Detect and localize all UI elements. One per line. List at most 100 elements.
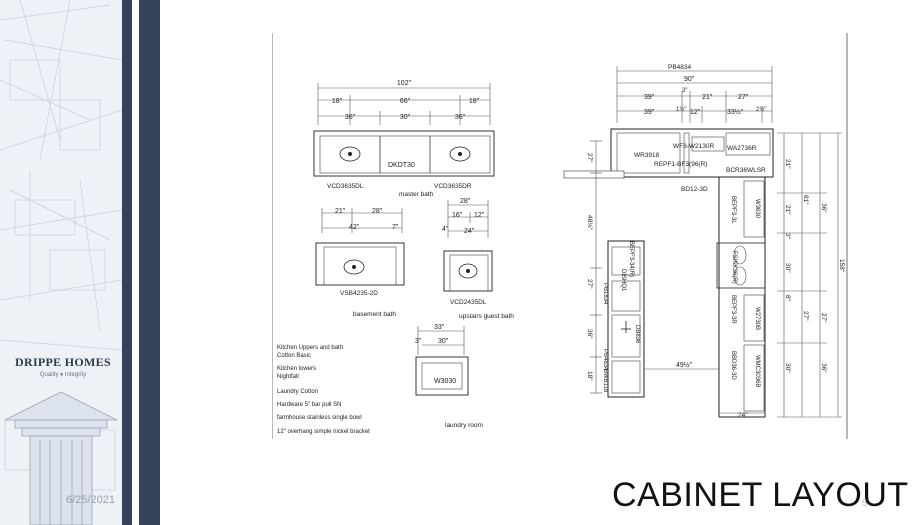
drawing-svg: 102" 18" 66" 18" 36" 30" 36" DKDT30 VCD3… <box>272 33 848 439</box>
note-line-6: Hardware 5" bar pull SN <box>277 402 342 408</box>
guest-a-dim: 28" <box>460 198 471 205</box>
master-left-dim: 18" <box>332 98 343 105</box>
master-a-dim: 36" <box>345 114 356 121</box>
slide-date: 6/25/2021 <box>66 494 115 506</box>
label-w3630: W3630 <box>754 199 760 219</box>
label-dishq1: DISHQ1 <box>620 269 626 292</box>
basement-b-dim: 28" <box>372 208 383 215</box>
kitchen-side-a-dim: 21" <box>784 159 791 169</box>
master-c-dim: 36" <box>455 114 466 121</box>
kitchen-pb-label: PB4834 <box>668 64 692 71</box>
basement-d-dim: 7" <box>392 224 399 231</box>
note-line-7: farmhouse stainless single bowl <box>277 415 362 421</box>
master-room-label: master bath <box>399 191 434 198</box>
label-wmc3036b: WMC3036B <box>754 355 760 387</box>
kitchen-side-i-dim: 36" <box>820 363 827 373</box>
kitchen-left-e-dim: 18" <box>586 371 593 381</box>
laundry-c-dim: 30" <box>438 338 449 345</box>
guest-c-dim: 12" <box>474 212 485 219</box>
kitchen-side-c-dim: 36" <box>820 203 827 213</box>
kitchen-side-j-dim: 158" <box>838 259 845 273</box>
sidebar-stripe-outer <box>122 0 132 525</box>
kitchen-top-g-dim: 12" <box>690 109 701 116</box>
kitchen-side-h-dim: 30" <box>784 363 791 373</box>
kitchen-top-i-dim: 2½" <box>756 106 766 113</box>
label-db836: DB836 <box>634 325 640 344</box>
master-overall-dim: 102" <box>397 80 412 87</box>
kitchen-left-c-dim: 27" <box>586 279 593 289</box>
note-line-2: Cotton Basic <box>277 353 311 359</box>
guest-e-dim: 24" <box>464 228 475 235</box>
label-bepf3-34: BEPF3-34(R) <box>628 241 634 277</box>
master-right-vanity-label: VCD3635DR <box>434 183 472 190</box>
kitchen-top-e-dim: 39" <box>644 109 655 116</box>
master-drawer-label: DKDT30 <box>388 162 415 169</box>
label-bepf-right: BEPF3-3R <box>730 295 736 324</box>
blueprint-background <box>0 0 122 525</box>
basement-vanity-label: VSB4235-2D <box>340 290 378 297</box>
master-middle-dim: 66" <box>400 98 411 105</box>
kitchen-side-l-dim: 3" <box>784 233 791 240</box>
note-line-8: 12" overhang simple nickel bracket <box>277 429 370 435</box>
decorative-sidebar: DRIPPE HOMES Quality ♦ Integrity 6/25/20… <box>0 0 122 525</box>
kitchen-top-a-dim: 39" <box>644 94 655 101</box>
label-w2730b: W2730B <box>754 307 760 330</box>
kitchen-left-b-dim: 48½" <box>586 215 594 231</box>
kitchen-left-a-dim: 27" <box>586 153 593 163</box>
slide-title: CABINET LAYOUT <box>612 476 909 514</box>
kitchen-side-g-dim: 27" <box>820 313 827 323</box>
kitchen-side-f-dim: 21" <box>784 205 791 215</box>
basement-a-dim: 21" <box>335 208 346 215</box>
kitchen-top-c-dim: 21" <box>702 94 713 101</box>
kitchen-side-e-dim: 27" <box>802 311 809 321</box>
sidebar-stripe-gap <box>132 0 139 525</box>
kitchen-aisle-dim: 49½" <box>676 361 693 369</box>
note-line-1: Kitchen Uppers and bath <box>277 345 343 351</box>
label-bbd36: BBD36-3D <box>730 351 736 380</box>
master-bath: 102" 18" 66" 18" 36" 30" 36" DKDT30 VCD3… <box>313 80 495 198</box>
guest-vanity-label: VCD2435DL <box>450 299 487 306</box>
guest-d-dim: 4" <box>442 226 449 233</box>
label-wf3: WF3-W2130R <box>673 143 714 150</box>
kitchen-top-b-dim: 3" <box>682 88 687 94</box>
note-line-3: Kitchen lowers <box>277 366 316 372</box>
kitchen-plan: PB4834 90" 39" 3" 21" 27" 39" 1½" 12" 33… <box>563 64 845 419</box>
master-b-dim: 30" <box>400 114 411 121</box>
brand-tagline: Quality ♦ Integrity <box>39 372 87 378</box>
label-fsink: FSINK36(R) <box>731 251 737 284</box>
note-line-5: Laundry Cotton <box>277 389 318 395</box>
label-bwb118: BWB118 <box>602 369 608 393</box>
guest-room-label: upstairs guest bath <box>459 313 514 320</box>
laundry-room-label: laundry room <box>445 422 483 429</box>
kitchen-side-b-dim: 81" <box>802 195 809 205</box>
laundry-b-dim: 3" <box>415 338 422 345</box>
basement-c-dim: 42" <box>349 224 360 231</box>
label-bcr: BCR36WLSR <box>726 167 766 174</box>
kitchen-top-f-dim: 1½" <box>676 106 686 113</box>
kitchen-top-d-dim: 27" <box>738 94 749 101</box>
master-left-vanity-label: VCD3635DL <box>327 183 364 190</box>
label-bd12: BD12-3D <box>681 186 708 193</box>
master-right-dim: 18" <box>469 98 480 105</box>
basement-room-label: basement bath <box>353 311 396 318</box>
guest-bath: 28" 16" 12" 4" 24" VCD2435DL upstairs gu… <box>442 198 514 320</box>
laundry-a-dim: 33" <box>434 324 445 331</box>
kitchen-side-k-dim: 8" <box>784 295 791 302</box>
sidebar-stripe-inner <box>139 0 160 525</box>
cabinet-drawing: 102" 18" 66" 18" 36" 30" 36" DKDT30 VCD3… <box>272 33 848 439</box>
kitchen-side-d-dim: 30" <box>784 263 791 273</box>
label-pb4834: PB4834 <box>602 349 608 371</box>
label-wa2736r: WA2736R <box>727 145 757 152</box>
kitchen-top-h-dim: 33½" <box>727 108 744 116</box>
kitchen-overall-dim: 90" <box>684 76 695 83</box>
laundry-room: 33" 3" 30" W3030 laundry room <box>415 324 483 429</box>
laundry-cabinet-label: W3030 <box>434 378 456 385</box>
kitchen-bottom-dim: 24" <box>738 412 748 419</box>
basement-bath: 21" 28" 42" 7" VSB4235-2D basement bath <box>315 208 405 318</box>
note-line-4: Nightfall <box>277 374 299 380</box>
brand-name: DRIPPE HOMES <box>15 355 111 369</box>
kitchen-left-d-dim: 36" <box>586 329 593 339</box>
guest-b-dim: 16" <box>452 212 463 219</box>
label-wr3918: WR3918 <box>634 152 660 159</box>
page-number: 5 <box>862 498 868 508</box>
